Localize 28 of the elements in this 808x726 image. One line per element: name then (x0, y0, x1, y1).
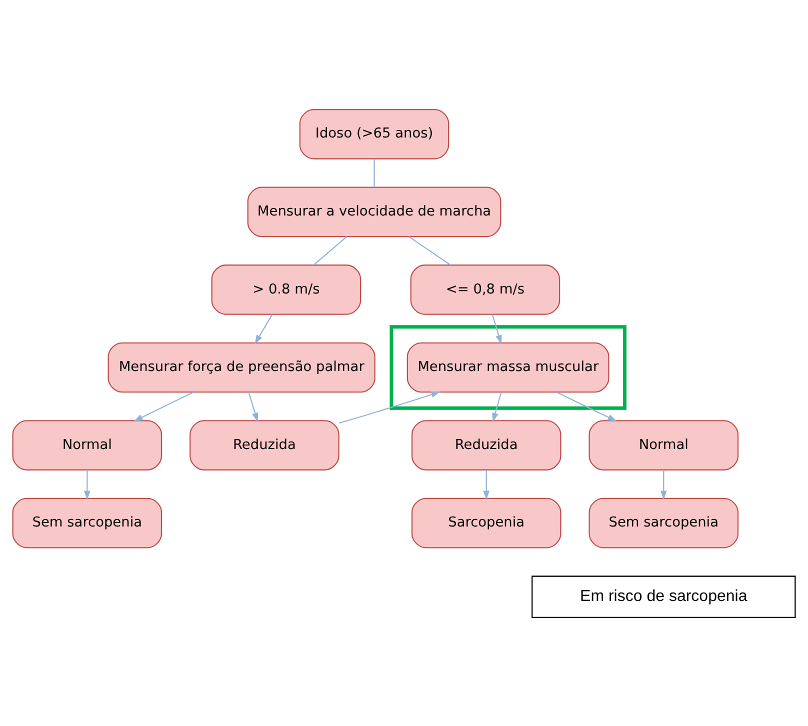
node-box: Normal (588, 420, 739, 470)
node-box: > 0.8 m/s (211, 264, 362, 314)
node-box: Sem sarcopenia (588, 497, 739, 548)
node-box: Reduzida (190, 420, 340, 470)
connector (408, 236, 452, 266)
arrow (483, 469, 490, 500)
arrow (492, 391, 502, 422)
arrow (338, 390, 440, 424)
node-box: Sarcopenia (411, 497, 562, 548)
node-box: Em risco de sarcopenia (532, 575, 796, 618)
node-box: Sem sarcopenia (12, 497, 162, 548)
arrow (254, 314, 273, 344)
cluster (390, 324, 626, 410)
arrow (134, 391, 194, 421)
connector (374, 158, 375, 187)
node-box: Mensurar massa muscular (406, 342, 610, 392)
node-box: Normal (12, 420, 162, 470)
arrow (660, 469, 667, 500)
arrow (84, 469, 90, 500)
connector (313, 236, 348, 266)
arrow (492, 314, 502, 344)
node-box: <= 0,8 m/s (410, 264, 560, 314)
arrow (556, 391, 617, 421)
node-box: Reduzida (411, 420, 562, 470)
node-box: Idoso (>65 anos) (299, 108, 450, 159)
arrow (248, 391, 258, 422)
node-box: Mensurar força de preensão palmar (108, 342, 376, 392)
node-box: Mensurar a velocidade de marcha (247, 186, 502, 237)
